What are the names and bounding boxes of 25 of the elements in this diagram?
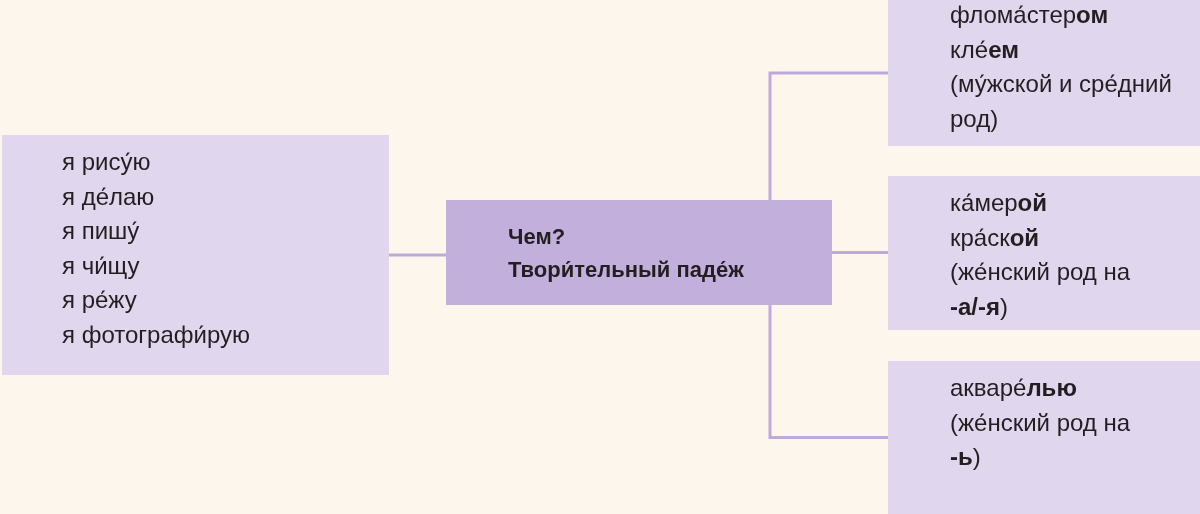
word-text: я пишу́ xyxy=(62,216,141,246)
example-box xyxy=(888,361,1200,514)
word-text: (же́нский род на -ь) xyxy=(950,407,1132,472)
word-text: акваре́лью xyxy=(950,373,1078,403)
word-text: (му́жской и сре́дний род) xyxy=(950,69,1173,134)
word-text: я чи́щу xyxy=(62,250,141,281)
heading-text: Твори́тельный паде́ж xyxy=(508,255,745,284)
word-text: я де́лаю xyxy=(62,181,156,212)
example-box xyxy=(888,176,1200,330)
word-text: кле́ем xyxy=(950,34,1020,65)
connector-line xyxy=(389,253,446,257)
word-text: ка́мерой xyxy=(950,188,1048,218)
word-text: я рису́ю xyxy=(62,147,152,177)
word-text: (же́нский род на -а/-я) xyxy=(950,257,1132,322)
connector-line xyxy=(768,305,888,439)
word-text: флома́стером xyxy=(950,0,1110,30)
connector-line xyxy=(768,71,888,200)
word-text: я фотографи́рую xyxy=(62,319,251,350)
word-text: кра́ской xyxy=(950,222,1041,253)
heading-text: Чем? xyxy=(508,222,567,251)
word-text: я ре́жу xyxy=(62,285,138,315)
example-box xyxy=(888,0,1200,146)
connector-line xyxy=(832,251,888,254)
example-box xyxy=(2,135,389,375)
topic-box xyxy=(446,200,832,305)
